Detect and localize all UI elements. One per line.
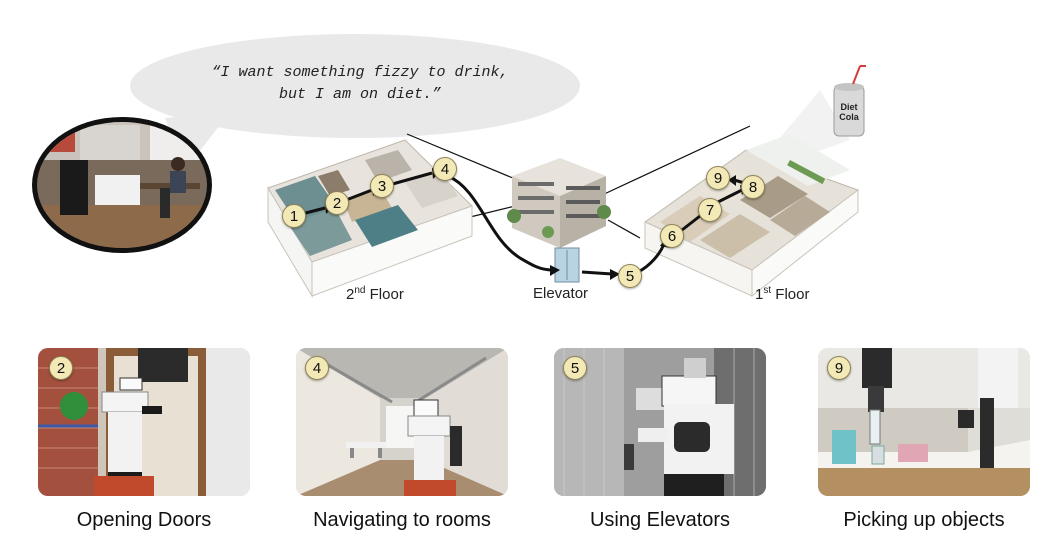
route-step-1: 1 — [282, 204, 306, 228]
caption-opening-doors: Opening Doors — [76, 509, 212, 531]
route-step-3: 3 — [370, 174, 394, 198]
user-request-text: “I want something fizzy to drink, but I … — [190, 62, 530, 106]
route-step-4: 4 — [433, 157, 457, 181]
caption-picking-up-objects: Picking up objects — [843, 509, 1005, 531]
second-floor-ordinal: 2 — [346, 286, 355, 303]
first-floor-ordinal: 1 — [755, 286, 764, 303]
photo-navigating-to-rooms — [296, 348, 508, 496]
panel-step-badge-5: 5 — [563, 356, 587, 380]
photo-opening-doors — [38, 348, 250, 496]
route-step-9: 9 — [706, 166, 730, 190]
can-label-line-2: Cola — [839, 112, 859, 122]
second-floor-word: Floor — [369, 286, 404, 303]
elevator-label: Elevator — [533, 285, 589, 302]
can-label: Diet Cola — [836, 102, 862, 122]
photo-using-elevators — [554, 348, 766, 496]
first-floor-label: 1st Floor — [755, 285, 809, 303]
second-floor-suffix: nd — [354, 285, 366, 296]
route-step-6: 6 — [660, 224, 684, 248]
caption-using-elevators: Using Elevators — [589, 509, 731, 531]
second-floor-plan — [267, 139, 473, 298]
route-step-5: 5 — [618, 264, 642, 288]
request-line-1: “I want something fizzy to drink, — [211, 64, 509, 81]
panel-step-badge-4: 4 — [305, 356, 329, 380]
panel-step-badge-2: 2 — [49, 356, 73, 380]
caption-navigating-to-rooms: Navigating to rooms — [313, 509, 491, 531]
first-floor-suffix: st — [763, 285, 772, 296]
first-floor-word: Floor — [775, 286, 810, 303]
diet-cola-can-icon — [833, 65, 866, 137]
photo-picking-up-objects — [818, 348, 1030, 496]
first-floor-plan — [643, 134, 860, 298]
route-step-8: 8 — [741, 175, 765, 199]
panel-step-badge-9: 9 — [827, 356, 851, 380]
second-floor-label: 2nd Floor — [346, 285, 404, 303]
can-label-line-1: Diet — [840, 102, 858, 112]
route-step-2: 2 — [325, 191, 349, 215]
elevator-building — [507, 158, 611, 283]
route-step-7: 7 — [698, 198, 722, 222]
request-line-2: but I am on diet.” — [278, 86, 442, 103]
speech-bubble — [130, 34, 580, 138]
